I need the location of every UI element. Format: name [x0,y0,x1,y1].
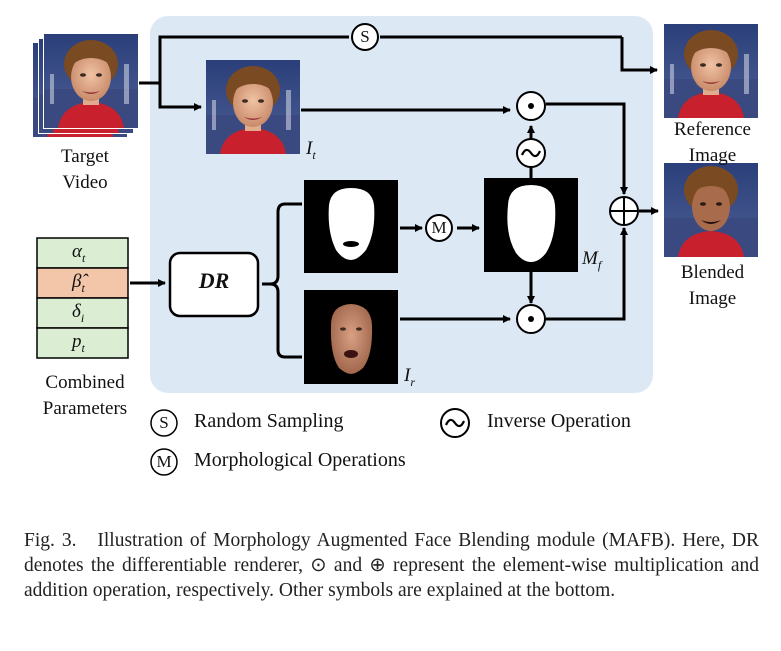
legend-morph-symbol: M [156,452,172,471]
ir-rendered-face [304,290,398,384]
combined-parameters-table [36,237,129,359]
mafb-diagram [33,16,758,476]
blended-image-label: Blended Image [680,262,745,309]
blended-image [664,163,758,257]
legend-morph-icon [150,448,178,476]
reference-image-label: Reference Image [674,119,751,166]
legend-sampling-text: Random Sampling [194,410,344,432]
legend-sampling-icon [150,409,178,437]
ir-label: Ir [404,365,415,389]
dr-label: DR [198,268,230,293]
sampling-node [351,23,379,51]
param-alpha: αt [72,241,86,265]
dr-box [168,251,260,318]
param-p: pt [72,331,85,355]
legend-morph-text: Morphological Operations [194,449,406,471]
multiply-icon [528,316,534,322]
param-beta: β̂t [72,271,85,295]
face-mask-image [304,180,398,273]
sampling-symbol: S [360,27,370,46]
caption-prefix: Fig. 3. [24,530,77,551]
legend-inverse-text: Inverse Operation [487,410,631,432]
target-video-frames [33,33,139,139]
caption-text: Illustration of Morphology Augmented Fac… [24,530,764,601]
mf-mask-image [484,178,578,272]
legend-sampling-symbol: S [159,413,169,432]
reference-image [664,24,758,118]
morph-symbol: M [431,218,447,237]
multiply-icon [528,103,534,109]
it-frame-image [206,60,300,154]
brace [262,202,302,359]
param-delta: δi [72,301,85,325]
combined-parameters-label: Combined Parameters [42,372,128,419]
tilde-icon [520,148,542,158]
figure-caption: Fig. 3. Illustration of Morphology Augme… [24,528,759,603]
add-icon [610,197,638,225]
it-label: It [306,138,316,162]
morph-node [425,214,453,242]
mf-label: Mf [582,248,602,272]
target-video-label: Target Video [61,146,109,193]
